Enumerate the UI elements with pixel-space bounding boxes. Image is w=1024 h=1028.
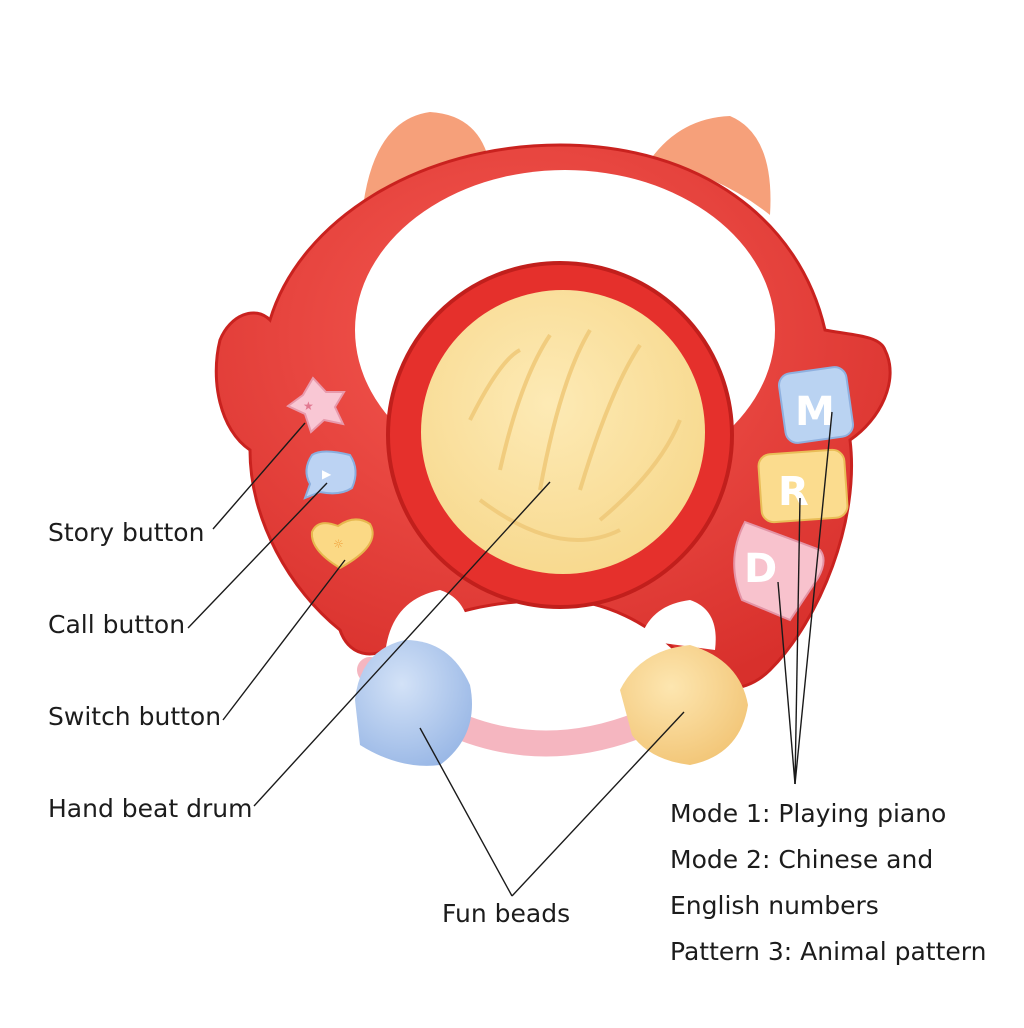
star-button-icon: ★ [303,399,314,413]
label-mode-2-line-1: Mode 2: Chinese and [670,845,934,874]
label-switch-button: Switch button [48,702,222,731]
right-gap [640,600,716,650]
story-button[interactable]: ★ [286,376,346,434]
label-story-button: Story button [48,518,205,547]
label-mode-2-line-2: English numbers [670,891,879,920]
call-button[interactable]: ▶ [303,450,357,500]
mode-key-r[interactable]: R [757,448,849,524]
key-letter-d: D [744,546,777,592]
hand-print-pattern [468,328,682,542]
key-letter-r: R [778,469,809,515]
callout-lines [187,411,833,897]
label-fun-beads: Fun beads [442,899,571,928]
right-ear [650,116,771,215]
key-letter-m: M [795,389,835,435]
label-call-button: Call button [48,610,186,639]
label-mode-1: Mode 1: Playing piano [670,799,947,828]
mode-key-m[interactable]: M [777,366,854,445]
yellow-bead[interactable] [620,645,748,765]
blue-bead[interactable] [355,640,472,766]
hand-beat-drum[interactable] [421,290,705,574]
label-pattern-3: Pattern 3: Animal pattern [670,937,987,966]
heart-button-icon: ☼ [333,537,344,551]
switch-button[interactable]: ☼ [310,518,374,570]
mode-key-d[interactable]: D [733,520,825,622]
speech-bubble-button-icon: ▶ [322,467,332,481]
label-hand-beat-drum: Hand beat drum [48,794,253,823]
